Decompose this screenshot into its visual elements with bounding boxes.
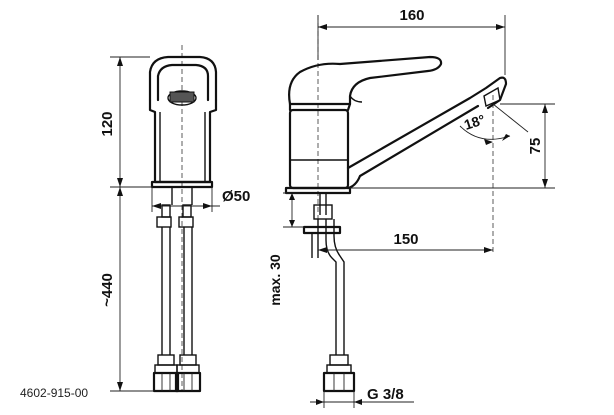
dim-max-thickness: max. 30	[267, 254, 283, 306]
side-view: 160 75 18° 150 max. 30 G 3/8	[267, 7, 555, 408]
front-view: 120 ~440 Ø50	[99, 45, 250, 393]
product-code: 4602-915-00	[20, 386, 88, 400]
dim-spout-height: 75	[527, 138, 544, 155]
dim-width-top: 160	[399, 7, 424, 24]
dim-diameter: Ø50	[222, 188, 250, 205]
dim-height-body: 120	[99, 111, 116, 136]
dim-angle: 18°	[462, 111, 487, 133]
dim-reach: 150	[393, 231, 418, 248]
dim-thread: G 3/8	[367, 386, 404, 403]
dim-hose-length: ~440	[99, 273, 116, 307]
